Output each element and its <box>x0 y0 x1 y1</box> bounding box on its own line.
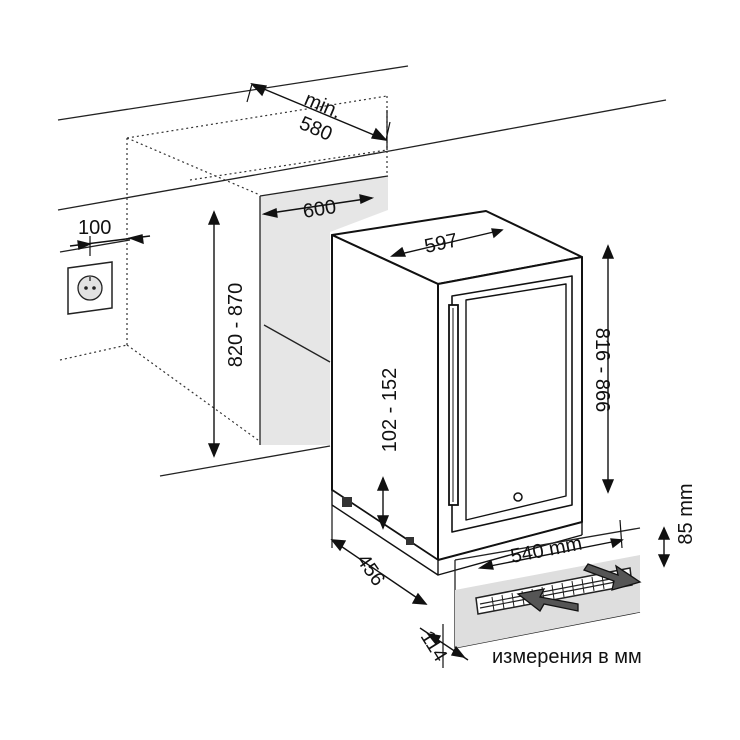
dim-vent-height: 85 mm <box>675 483 697 544</box>
dim-outlet-offset: 100 <box>78 217 111 239</box>
appliance-feet <box>342 497 414 545</box>
niche-back-wall <box>260 176 388 445</box>
dim-foot-height: 102 - 152 <box>379 368 401 453</box>
airflow-in-arrow-icon <box>516 588 579 612</box>
dimension-lines <box>69 83 671 668</box>
dim-appliance-height: 816 - 866 <box>591 328 613 413</box>
ventilation-grille <box>475 567 633 615</box>
niche-edges <box>159 175 389 477</box>
appliance-body <box>331 210 583 576</box>
door-handle <box>448 304 459 506</box>
units-note: измерения в мм <box>492 646 642 668</box>
dim-plinth-depth: 114 <box>416 627 452 666</box>
airflow-out-arrow-icon <box>583 563 642 591</box>
dim-depth: 456 <box>352 550 389 590</box>
lock-icon <box>513 492 523 502</box>
countertop-lines <box>57 65 667 253</box>
appliance-glass <box>451 275 573 533</box>
dim-niche-width: 600 <box>301 196 337 223</box>
dim-niche-height: 820 - 870 <box>225 283 247 368</box>
appliance-glass-inner <box>465 283 567 521</box>
power-outlet-icon <box>67 261 113 315</box>
